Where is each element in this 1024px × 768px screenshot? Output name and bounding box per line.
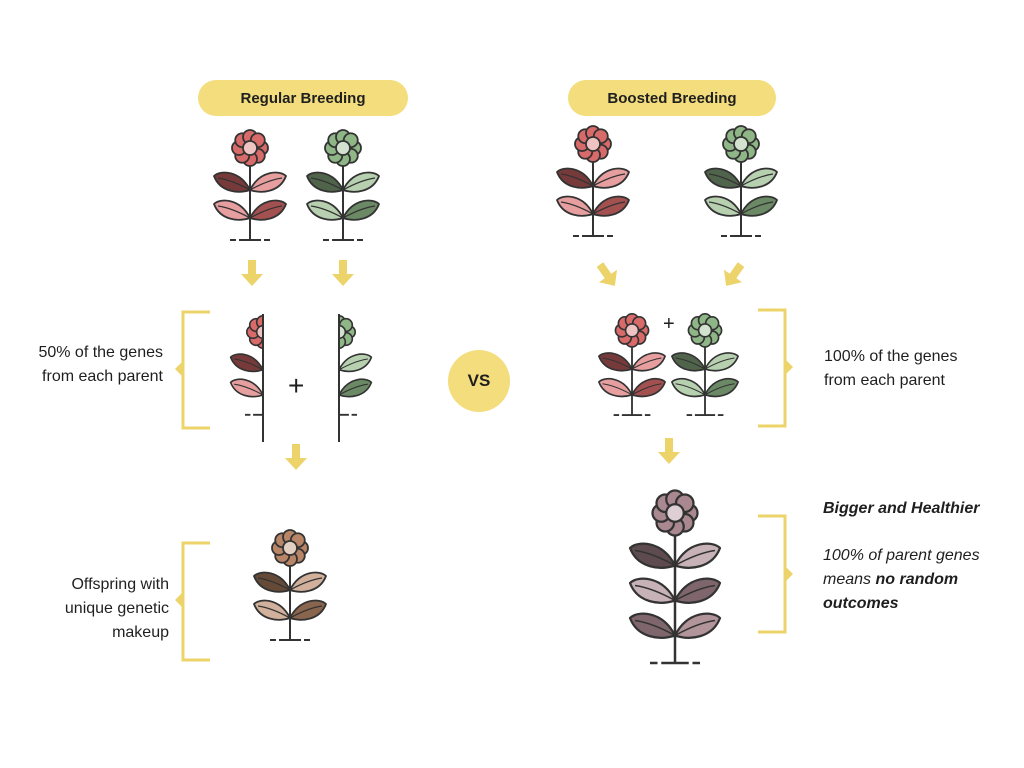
boosted-parent-green-flower (704, 125, 778, 237)
arrow-regular-green-down (332, 260, 354, 286)
boosted-combined-red-flower (598, 313, 666, 416)
regular-offspring-flower (253, 529, 327, 641)
bracket-tip-boosted-genes (785, 359, 793, 375)
bracket-tip-regular-offspring (175, 592, 183, 608)
regular-parent-red-flower (213, 129, 287, 241)
regular-genes-note: 50% of the genes from each parent (38, 344, 163, 385)
boosted-breeding-label: Boosted Breeding (568, 80, 776, 116)
arrow-boosted-red-diagonal (596, 262, 618, 286)
arrow-regular-combine-down (285, 444, 307, 470)
boosted-parent-red-flower (556, 125, 630, 237)
bracket-regular-genes (181, 310, 210, 430)
arrow-boosted-result-down (658, 438, 680, 464)
boosted-result-title: Bigger and Healthier (823, 500, 980, 517)
regular-parent-green-flower (306, 129, 380, 241)
plus-sign-boosted: + (663, 313, 675, 335)
regular-offspring-note: Offspring with unique genetic makeup (64, 576, 169, 641)
bracket-boosted-result (758, 514, 787, 634)
boosted-combined-green-flower (671, 313, 739, 416)
bracket-boosted-genes (758, 308, 787, 428)
bracket-tip-regular-genes (175, 361, 183, 377)
plus-sign-regular: + (288, 370, 305, 401)
boosted-genes-note: 100% of the genes from each parent (824, 348, 958, 389)
regular-breeding-label: Regular Breeding (198, 80, 408, 116)
bracket-regular-offspring (181, 541, 210, 662)
boosted-result-flower (628, 489, 722, 665)
boosted-result-note: 100% of parent genes means no random out… (823, 547, 980, 612)
vs-badge: VS (448, 350, 510, 412)
regular-half-red-flower (229, 314, 263, 416)
bracket-tip-boosted-result (785, 566, 793, 582)
arrow-regular-red-down (241, 260, 263, 286)
arrow-boosted-green-diagonal (723, 262, 745, 286)
